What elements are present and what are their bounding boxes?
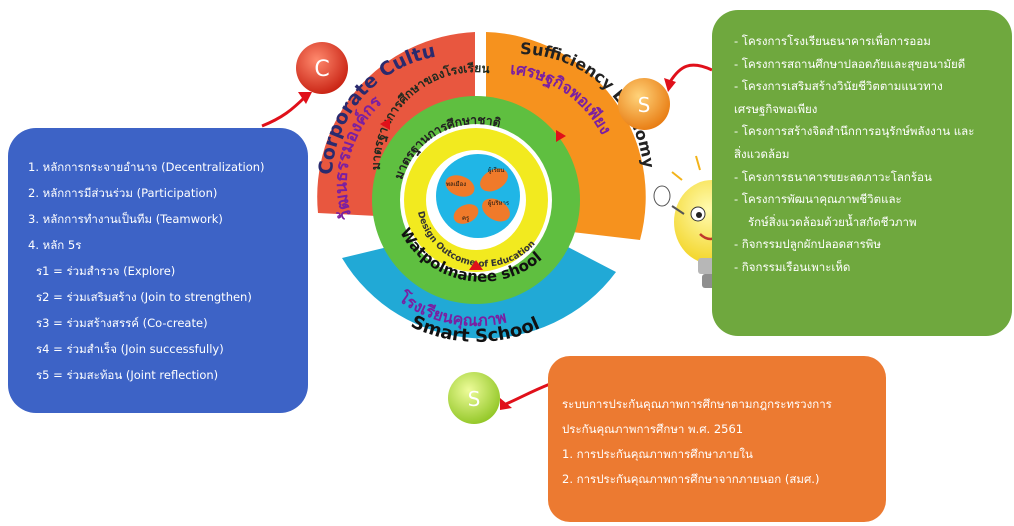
principle-item: 1. หลักการกระจายอำนาจ (Decentralization) bbox=[28, 160, 265, 174]
qa-item: ประกันคุณภาพการศึกษา พ.ศ. 2561 bbox=[562, 422, 744, 436]
project-item: - โครงการพัฒนาคุณภาพชีวิตและ bbox=[734, 192, 902, 207]
red-segment bbox=[317, 32, 475, 216]
principle-subitem: ร4 = ร่วมสำเร็จ (Join successfully) bbox=[36, 342, 224, 356]
project-item: - โครงการธนาคารขยะลดภาวะโลกร้อน bbox=[734, 169, 932, 184]
arrow-s-top-connector bbox=[668, 63, 713, 83]
badge-s-bottom: S bbox=[448, 372, 500, 424]
principle-item: 2. หลักการมีส่วนร่วม (Participation) bbox=[28, 186, 218, 200]
project-item: - กิจกรรมเรือนเพาะเห็ด bbox=[734, 259, 851, 274]
center-label-d: ครู bbox=[462, 215, 470, 222]
center-label-a: ผู้เรียน bbox=[488, 166, 504, 174]
decentralization-principles-box: 1. หลักการกระจายอำนาจ (Decentralization)… bbox=[8, 128, 308, 413]
principle-item: 3. หลักการทำงานเป็นทีม (Teamwork) bbox=[28, 212, 223, 226]
arrow-s-bottom-connector bbox=[505, 382, 551, 406]
project-item: - โครงการโรงเรียนธนาคารเพื่อการออม bbox=[734, 34, 931, 48]
qa-item: ระบบการประกันคุณภาพการศึกษาตามกฎกระทรวงก… bbox=[562, 397, 832, 411]
project-item: - โครงการเสริมสร้างวินัยชีวิตตามแนวทาง bbox=[734, 79, 943, 94]
qa-item: 2. การประกันคุณภาพการศึกษาจากภายนอก (สมศ… bbox=[562, 472, 820, 486]
center-label-c: พลเมือง bbox=[446, 180, 466, 188]
project-item: เศรษฐกิจพอเพียง bbox=[734, 101, 818, 116]
project-item: รักษ์สิ่งแวดล้อมด้วยน้ำสกัดชีวภาพ bbox=[748, 214, 917, 229]
center-label-b: ผู้บริหาร bbox=[488, 200, 510, 207]
arrow-c-connector bbox=[261, 94, 308, 128]
sufficiency-projects-box: - โครงการโรงเรียนธนาคารเพื่อการออม - โคร… bbox=[712, 10, 1012, 336]
principle-item: 4. หลัก 5ร bbox=[28, 238, 82, 252]
arrow-s-top-head bbox=[664, 78, 676, 92]
principle-subitem: ร5 = ร่วมสะท้อน (Joint reflection) bbox=[36, 368, 219, 382]
center-flower-icon bbox=[445, 168, 510, 224]
cyan-segment bbox=[342, 246, 616, 339]
center-disc bbox=[436, 154, 520, 238]
qa-item: 1. การประกันคุณภาพการศึกษาภายใน bbox=[562, 447, 753, 461]
badge-c: C bbox=[296, 42, 348, 94]
principle-subitem: ร1 = ร่วมสำรวจ (Explore) bbox=[36, 264, 176, 278]
project-item: - กิจกรรมปลูกผักปลอดสารพิษ bbox=[734, 237, 881, 252]
arrow-s-bottom-head bbox=[500, 398, 512, 410]
badge-s-bottom-text: S bbox=[468, 387, 481, 411]
principle-subitem: ร3 = ร่วมสร้างสรรค์ (Co-create) bbox=[36, 316, 208, 330]
badge-c-text: C bbox=[314, 57, 329, 82]
project-item: - โครงการสร้างจิตสำนึกการอนุรักษ์พลังงาน… bbox=[734, 124, 975, 139]
quality-assurance-box: ระบบการประกันคุณภาพการศึกษาตามกฎกระทรวงก… bbox=[548, 356, 886, 522]
project-item: - โครงการสถานศึกษาปลอดภัยและสุขอนามัยดี bbox=[734, 56, 966, 71]
principle-subitem: ร2 = ร่วมเสริมสร้าง (Join to strengthen) bbox=[36, 290, 252, 304]
project-item: สิ่งแวดล้อม bbox=[734, 146, 790, 161]
arrow-c-head bbox=[298, 92, 312, 104]
badge-s-top-text: S bbox=[638, 93, 651, 117]
badge-s-top: S bbox=[618, 78, 670, 130]
ring-arrows bbox=[380, 118, 566, 270]
